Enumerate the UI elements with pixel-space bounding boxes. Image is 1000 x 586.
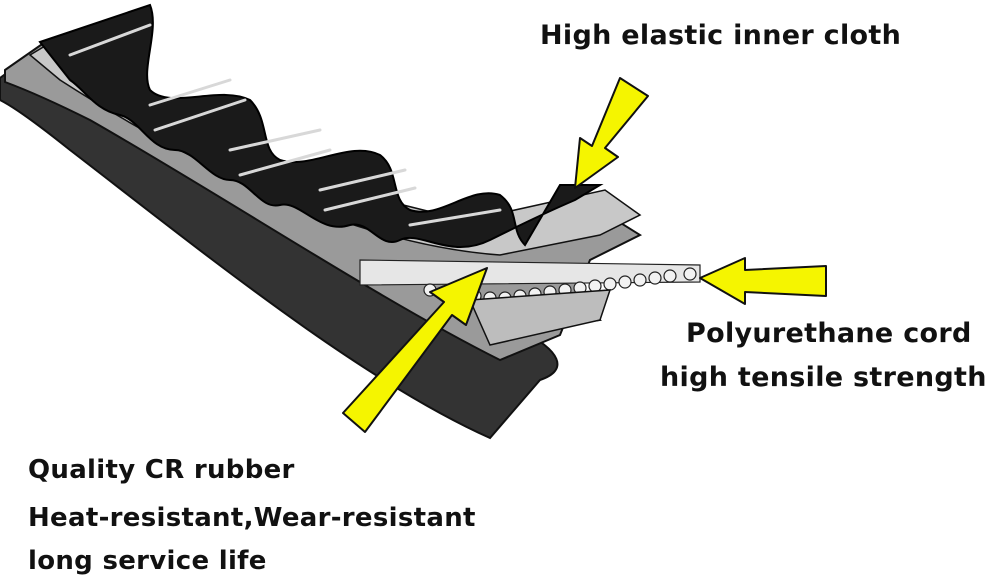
label-rubber-line2: Heat-resistant,Wear-resistant — [28, 503, 476, 533]
arrow-inner-cloth — [574, 77, 649, 189]
arrow-cord — [699, 257, 827, 305]
label-cord-line2: high tensile strength — [660, 362, 987, 393]
belt-teeth — [38, 3, 604, 249]
belt-lower-cloth — [468, 289, 612, 346]
label-cord-line1: Polyurethane cord — [686, 318, 972, 349]
tooth-highlights — [68, 23, 502, 227]
arrow-rubber — [342, 267, 488, 433]
label-rubber-line3: long service life — [28, 546, 267, 576]
label-inner-cloth: High elastic inner cloth — [540, 20, 902, 51]
label-rubber-line1: Quality CR rubber — [28, 455, 295, 485]
